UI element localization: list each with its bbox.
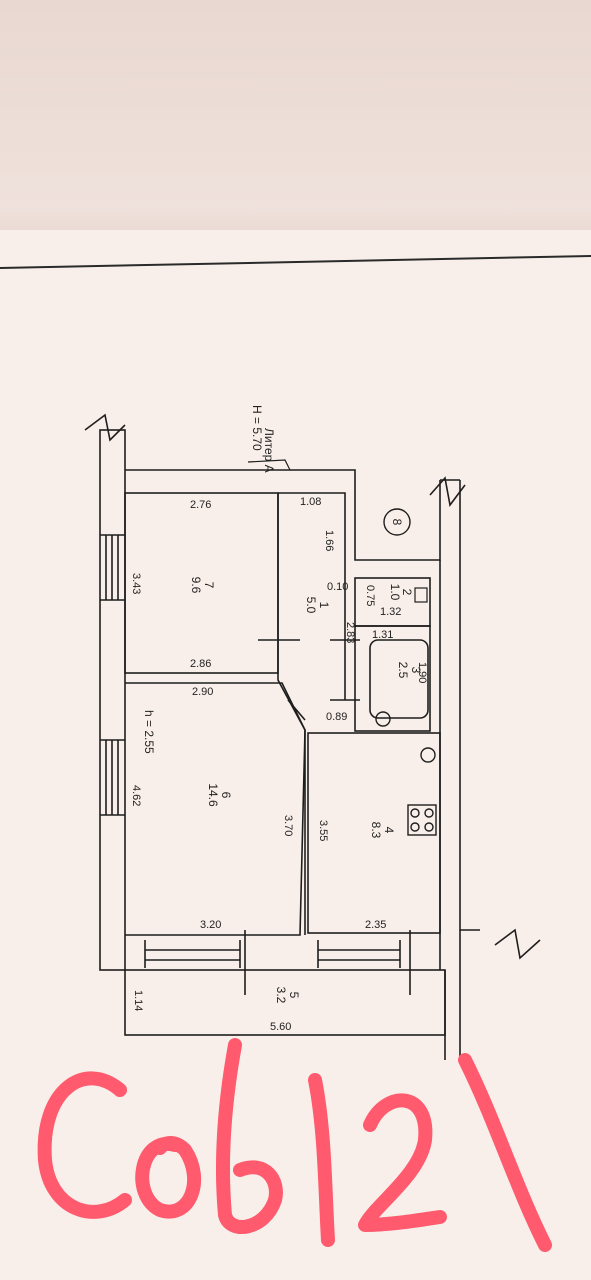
dim-0-75: 0.75 (364, 585, 376, 606)
walls (84, 413, 541, 1060)
room-4-number: 4 (382, 827, 396, 834)
dim-3-55: 3.55 (317, 820, 329, 841)
ceiling-height-label: h = 2.55 (142, 710, 156, 754)
dim-1-32: 1.32 (380, 606, 401, 618)
dim-3-43: 3.43 (130, 573, 142, 594)
gridline-marker-circle (383, 508, 411, 536)
hand-digit-1 (308, 1073, 335, 1247)
dim-0-89: 0.89 (326, 711, 347, 723)
break-symbol-bottom-right (494, 928, 541, 960)
room-7-area: 9.6 (189, 577, 203, 594)
height-label: H = 5.70 (250, 405, 264, 451)
hand-letter-b (216, 1038, 283, 1234)
room-6-area: 14.6 (206, 783, 220, 807)
bathtub (369, 639, 429, 719)
room-5-area: 3.2 (274, 987, 288, 1004)
litera-leader (247, 459, 291, 471)
dim-2-86: 2.86 (190, 658, 211, 670)
dim-3-20: 3.20 (200, 919, 221, 931)
dim-4-62: 4.62 (130, 785, 142, 806)
right-exterior-wall (459, 480, 480, 931)
bottom-windows (144, 940, 401, 968)
annotations: Литер А H = 5.70 h = 2.55 (142, 405, 276, 754)
room-1-area: 5.0 (304, 597, 318, 614)
dim-2-76: 2.76 (190, 499, 211, 511)
dim-1-31: 1.31 (372, 629, 393, 641)
top-wall (125, 469, 441, 561)
dim-2-35: 2.35 (365, 919, 386, 931)
hand-digit-2 (358, 1093, 447, 1232)
room-3-outline (354, 625, 431, 732)
left-exterior-wall (99, 429, 126, 971)
room-labels: 7 9.6 6 14.6 1 5.0 2 1.0 3 2.5 4 8.3 5 3… (189, 577, 423, 1004)
hand-letter-c (37, 1071, 132, 1219)
dim-2-83: 2.83 (344, 622, 356, 643)
dim-0-10: 0.10 (327, 581, 348, 593)
room-5-number: 5 (287, 992, 301, 999)
room-4-area: 8.3 (369, 822, 383, 839)
litera-label: Литер А (262, 428, 276, 473)
book-page-top (0, 0, 591, 260)
dim-1-90: 1.90 (416, 662, 428, 683)
room-2-area: 1.0 (388, 584, 402, 601)
hand-digit-1b (458, 1053, 552, 1252)
left-windows (100, 534, 125, 816)
room-6-outline (125, 682, 306, 936)
room-3-number: 3 (409, 667, 423, 674)
room-7-number: 7 (202, 582, 216, 589)
handwritten-annotation (37, 1038, 552, 1252)
dim-2-90: 2.90 (192, 686, 213, 698)
sink-icon (420, 747, 436, 763)
gridline-marker-label: 8 (390, 519, 404, 526)
dim-1-66: 1.66 (323, 530, 335, 551)
dim-3-70: 3.70 (282, 815, 294, 836)
room-4-outline (307, 732, 441, 934)
dim-1-08: 1.08 (300, 496, 321, 508)
hand-letter-o (135, 1136, 201, 1219)
sheet-border-line (0, 255, 591, 269)
water-heater-icon (375, 711, 391, 727)
dim-5-60: 5.60 (270, 1021, 291, 1033)
room-3-area: 2.5 (396, 662, 410, 679)
room-1-number: 1 (317, 602, 331, 609)
room-6-number: 6 (219, 792, 233, 799)
toilet-icon (414, 587, 428, 603)
room-2-number: 2 (400, 589, 414, 596)
dimension-labels: 2.76 2.86 3.43 1.08 1.66 0.10 0.75 1.32 … (130, 496, 428, 1033)
dim-1-14: 1.14 (132, 990, 144, 1011)
break-symbol-top-left (84, 413, 126, 442)
stove-icon (407, 804, 437, 836)
break-symbol-top-right (429, 476, 466, 507)
